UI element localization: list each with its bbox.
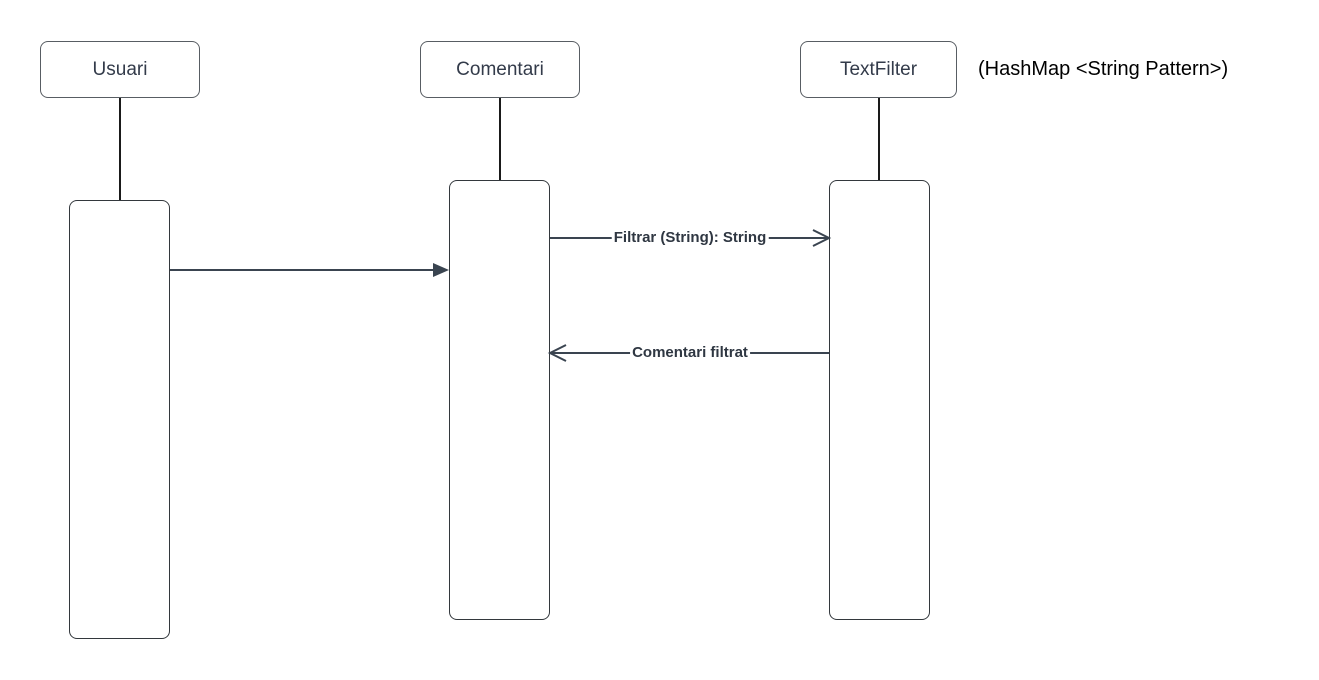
actor-label-usuari: Usuari xyxy=(92,58,148,80)
filled-arrowhead-icon xyxy=(433,263,449,277)
open-arrowhead-icon xyxy=(547,344,567,362)
hashmap-annotation: (HashMap <String Pattern>) xyxy=(978,41,1228,98)
activation-bar-textfilter xyxy=(829,180,930,620)
activation-bar-usuari xyxy=(69,200,170,639)
message-label-filtrar: Filtrar (String): String xyxy=(611,229,769,247)
actor-label-comentari: Comentari xyxy=(456,58,544,80)
message-label-comentari-filtrat: Comentari filtrat xyxy=(630,344,750,362)
activation-bar-comentari xyxy=(449,180,550,620)
actor-box-usuari: Usuari xyxy=(40,41,200,98)
actor-box-textfilter: TextFilter xyxy=(800,41,957,98)
lifeline-textfilter xyxy=(878,98,880,180)
open-arrowhead-icon xyxy=(812,229,832,247)
lifeline-comentari xyxy=(499,98,501,180)
hashmap-annotation-text: (HashMap <String Pattern>) xyxy=(978,58,1229,80)
actor-label-textfilter: TextFilter xyxy=(839,58,918,80)
message-arrow-usuari-to-comentari xyxy=(170,263,449,277)
lifeline-usuari xyxy=(119,98,121,200)
actor-box-comentari: Comentari xyxy=(420,41,580,98)
